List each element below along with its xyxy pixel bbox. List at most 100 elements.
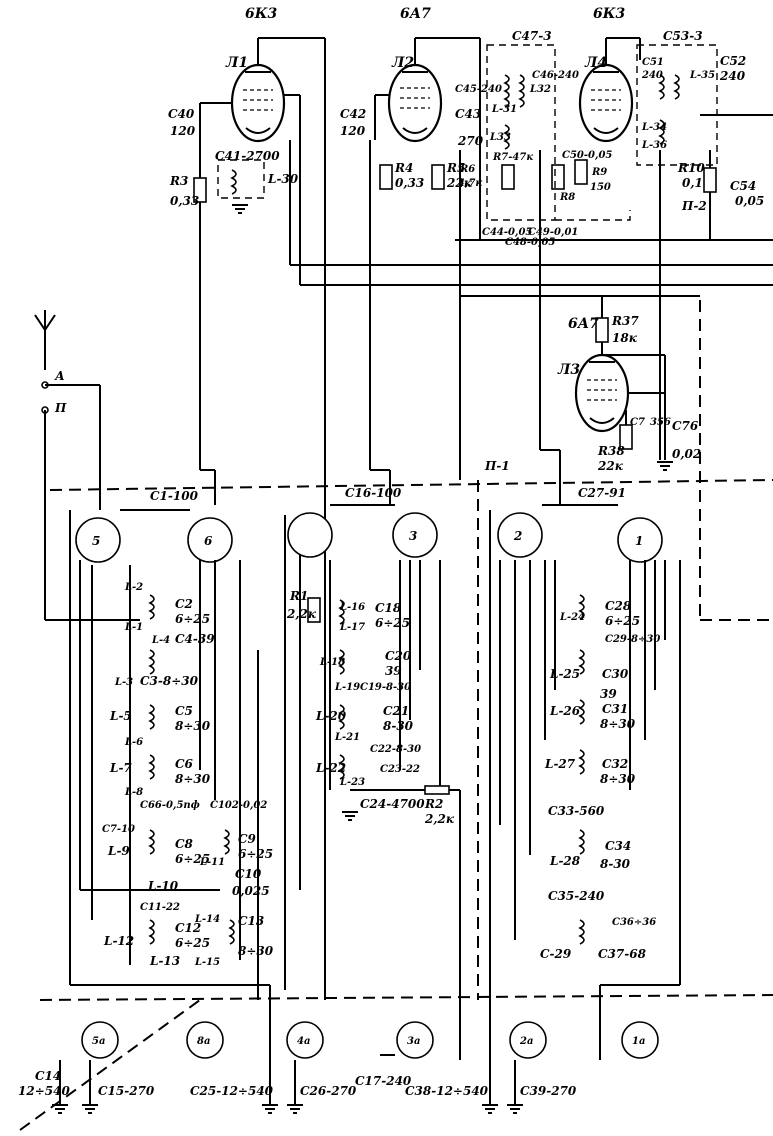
lbl-r1v: 2,2к	[286, 607, 317, 621]
lbl-r2v: 2,2к	[424, 812, 455, 826]
right-coil-stack	[489, 510, 681, 1060]
lbl-c18: С18	[375, 601, 402, 615]
lbl-r10: R10	[677, 161, 705, 175]
top-coils	[230, 74, 680, 195]
lbl-c38: С38-12÷540	[405, 1084, 489, 1098]
lbl-c32: С32	[602, 757, 628, 771]
lbl-r7: R7-47к	[492, 152, 533, 163]
lbl-r1: R1	[289, 589, 308, 603]
lbl-c43: С43	[455, 107, 481, 121]
lbl-c26: С26-270	[300, 1084, 357, 1098]
lbl-c43v: 270	[457, 134, 484, 148]
c47-shield	[486, 44, 556, 221]
lbl-s5a: 5а	[92, 1036, 105, 1047]
antenna	[34, 310, 140, 621]
lbl-c4: С4-39	[175, 632, 215, 646]
antenna-a: А	[54, 369, 65, 383]
lbl-l18: L-18	[319, 657, 345, 668]
l30-shield	[217, 159, 265, 199]
lbl-c13: С13	[238, 914, 264, 928]
lbl-l27: L-27	[544, 757, 576, 771]
lbl-c52v: 240	[719, 69, 746, 83]
tube-l2	[375, 37, 480, 143]
lbl-c48: С48-0,05	[505, 237, 555, 248]
lbl-l34: L-34	[641, 122, 667, 133]
lbl-l2: L-2	[124, 582, 143, 593]
lbl-s1: 1	[635, 534, 643, 548]
lbl-c40v: 120	[170, 124, 196, 138]
lbl-c7v: 356	[650, 417, 671, 428]
lbl-l3: L-3	[114, 677, 133, 688]
tube-l4	[578, 37, 640, 143]
lbl-c44: С44-0,05	[482, 227, 532, 238]
lbl-l25: L-25	[549, 667, 580, 681]
tube-type-l2: 6А7	[400, 6, 431, 22]
rotary-switches-top	[75, 504, 663, 563]
lbl-c7: С7	[630, 417, 645, 428]
lbl-c102: С102-0,02	[210, 800, 267, 811]
lbl-c7b: С7-10	[102, 824, 135, 835]
middle-coil-stack	[284, 515, 461, 1060]
lbl-c24: С24-4700	[360, 797, 425, 811]
lbl-l11: L-11	[199, 857, 225, 868]
lbl-c47: С47-3	[512, 29, 552, 43]
lbl-l12: L-12	[103, 934, 134, 948]
lbl-s2: 2	[513, 529, 522, 543]
lbl-c8: С8	[175, 837, 194, 851]
lbl-c19: С19-8-30	[360, 682, 411, 693]
tube-ref-l1: Л1	[225, 55, 248, 71]
lbl-l14: L-14	[194, 914, 220, 925]
lbl-r3v: 0,33	[170, 194, 199, 208]
lbl-c31v: 8÷30	[600, 717, 636, 731]
lbl-r4: R4	[394, 161, 413, 175]
lbl-l6: L-6	[124, 737, 143, 748]
lbl-c14v: 12÷540	[18, 1084, 70, 1098]
lbl-c37: С37-68	[598, 947, 647, 961]
switch-linkage	[19, 300, 773, 1131]
lbl-r4v: 0,33	[395, 176, 424, 190]
lbl-l26: L-26	[549, 704, 581, 718]
lbl-l7: L-7	[109, 761, 132, 775]
lbl-l17: L-17	[339, 622, 365, 633]
lbl-s5: 5	[92, 534, 100, 548]
lbl-c6: С6	[175, 757, 194, 771]
lbl-l16: L-16	[339, 602, 365, 613]
lbl-r5v: 22к	[446, 176, 473, 190]
lbl-l33: L33	[489, 132, 511, 143]
lbl-c76: С76	[672, 419, 699, 433]
lbl-l32: L32	[529, 84, 551, 95]
lbl-c8v: 6÷25	[175, 852, 210, 866]
lbl-c11: С11-22	[140, 902, 180, 913]
lbl-c25: С25-12÷540	[190, 1084, 274, 1098]
lbl-c3: С3-8÷30	[140, 674, 199, 688]
lbl-c22: С22-8-30	[370, 744, 421, 755]
lbl-c76v: 0,02	[672, 447, 701, 461]
lbl-c54: С54	[730, 179, 756, 193]
lbl-s1a: 1а	[632, 1036, 645, 1047]
lbl-l19: L-19	[334, 682, 360, 693]
lbl-c42v: 120	[340, 124, 366, 138]
lbl-l15: L-15	[194, 957, 220, 968]
lbl-c31: С31	[602, 702, 628, 716]
lbl-c12: С12	[175, 921, 201, 935]
lbl-l23: L-23	[339, 777, 365, 788]
lbl-c23: С23-22	[380, 764, 420, 775]
lbl-c33: С33-560	[548, 804, 605, 818]
lbl-r6v: 4,7к	[458, 178, 482, 189]
lbl-l5: L-5	[109, 709, 132, 723]
lbl-c10v: 0,025	[232, 884, 270, 898]
left-coil-stack	[69, 510, 270, 1000]
lbl-c2v: 6÷25	[175, 612, 210, 626]
lbl-s3a: 3а	[407, 1036, 420, 1047]
lbl-r8: R8	[559, 192, 575, 203]
c53-shield	[636, 44, 718, 166]
lbl-c51: С51	[642, 57, 664, 68]
lbl-c27: С27-91	[578, 486, 626, 500]
lbl-c9v: 6÷25	[238, 847, 273, 861]
switch-p1: П-1	[484, 459, 510, 473]
switch-p2: П-2	[681, 199, 707, 213]
lbl-r37v: 18к	[612, 331, 638, 345]
lbl-c30: С30	[602, 667, 629, 681]
lbl-r6: R6	[459, 164, 475, 175]
